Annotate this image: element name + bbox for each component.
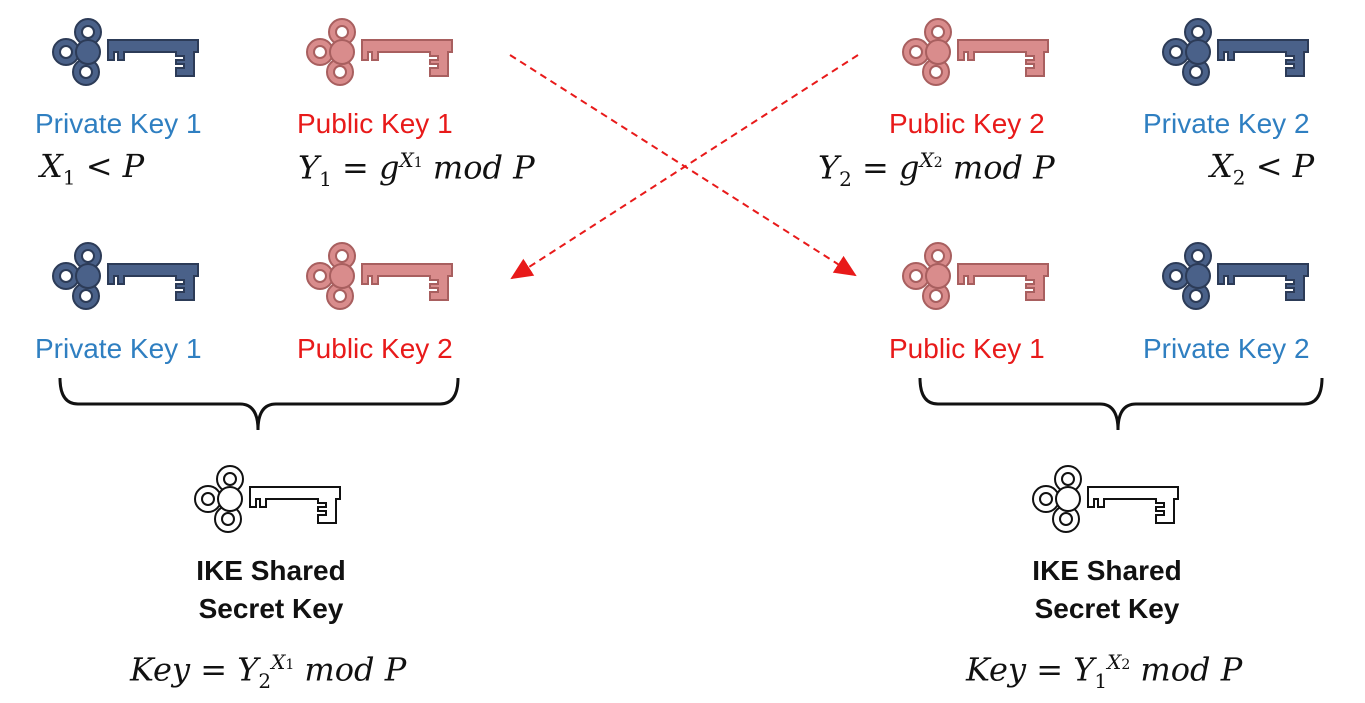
exchange-arrow-pub2-to-left xyxy=(510,54,859,280)
right-bottom-public-label: Public Key 1 xyxy=(889,333,1045,364)
private-key-icon xyxy=(48,18,208,88)
shared-line-2: Secret Key xyxy=(198,593,344,624)
formula-var: X xyxy=(40,147,63,185)
left-bottom-public-label: Public Key 2 xyxy=(297,333,453,364)
formula-rest: < P xyxy=(1245,147,1315,185)
right-private-formula: X2 < P xyxy=(1210,150,1314,187)
shared-line-2: Secret Key xyxy=(1034,593,1180,624)
left-top-public-label: Public Key 1 xyxy=(297,108,453,139)
public-key-icon xyxy=(302,18,462,88)
formula-rest: < P xyxy=(75,147,145,185)
left-public-formula: Y1 = gX1 mod P xyxy=(298,150,535,189)
formula-lhs-sub: 2 xyxy=(839,167,852,192)
formula-sub: 2 xyxy=(1232,165,1246,190)
formula-exp-sub: 2 xyxy=(933,155,943,171)
left-private-formula: X1 < P xyxy=(40,150,144,187)
formula-exp-sub: 1 xyxy=(413,155,423,171)
formula-exp-sub: 1 xyxy=(285,657,295,673)
formula-head: Key = Y xyxy=(966,650,1095,689)
public-key-icon xyxy=(302,242,462,312)
right-public-formula: Y2 = gX2 mod P xyxy=(818,150,1055,189)
left-top-private-label: Private Key 1 xyxy=(35,108,202,139)
formula-var: X xyxy=(1210,147,1233,185)
shared-key-icon xyxy=(1028,465,1188,535)
right-top-private-label: Private Key 2 xyxy=(1143,108,1310,139)
private-key-icon xyxy=(1158,18,1318,88)
formula-lhs: Y xyxy=(818,148,840,187)
right-key-formula: Key = Y1X2 mod P xyxy=(966,652,1242,691)
formula-sub: 1 xyxy=(62,165,76,190)
right-bottom-private-label: Private Key 2 xyxy=(1143,333,1310,364)
formula-exp-var: X xyxy=(1107,650,1122,674)
exchange-arrow-pub1-to-right xyxy=(509,54,857,277)
public-key-icon xyxy=(898,18,1058,88)
formula-tail: mod P xyxy=(1130,650,1243,689)
private-key-icon xyxy=(48,242,208,312)
formula-tail: mod P xyxy=(294,650,407,689)
right-top-public-label: Public Key 2 xyxy=(889,108,1045,139)
shared-line-1: IKE Shared xyxy=(1032,555,1182,586)
formula-exp: X1 xyxy=(271,650,294,674)
formula-exp: X1 xyxy=(400,148,423,172)
formula-sub: 1 xyxy=(1094,669,1108,694)
right-brace xyxy=(918,377,1324,431)
public-key-icon xyxy=(898,242,1058,312)
left-brace xyxy=(58,377,460,431)
private-key-icon xyxy=(1158,242,1318,312)
formula-exp-var: X xyxy=(271,650,286,674)
formula-lhs: Y xyxy=(298,148,320,187)
formula-exp-sub: 2 xyxy=(1121,657,1131,673)
formula-lhs-sub: 1 xyxy=(319,167,332,192)
formula-eq: = g xyxy=(851,148,920,187)
formula-exp: X2 xyxy=(1107,650,1130,674)
shared-key-icon xyxy=(190,465,350,535)
shared-line-1: IKE Shared xyxy=(196,555,346,586)
formula-tail: mod P xyxy=(422,148,535,187)
left-key-formula: Key = Y2X1 mod P xyxy=(130,652,406,691)
formula-head: Key = Y xyxy=(130,650,259,689)
left-bottom-private-label: Private Key 1 xyxy=(35,333,202,364)
formula-exp-var: X xyxy=(919,148,934,172)
left-shared-secret-title: IKE Shared Secret Key xyxy=(141,552,401,628)
formula-exp-var: X xyxy=(399,148,414,172)
right-shared-secret-title: IKE Shared Secret Key xyxy=(977,552,1237,628)
formula-sub: 2 xyxy=(258,669,272,694)
formula-exp: X2 xyxy=(920,148,943,172)
formula-eq: = g xyxy=(331,148,400,187)
formula-tail: mod P xyxy=(942,148,1055,187)
